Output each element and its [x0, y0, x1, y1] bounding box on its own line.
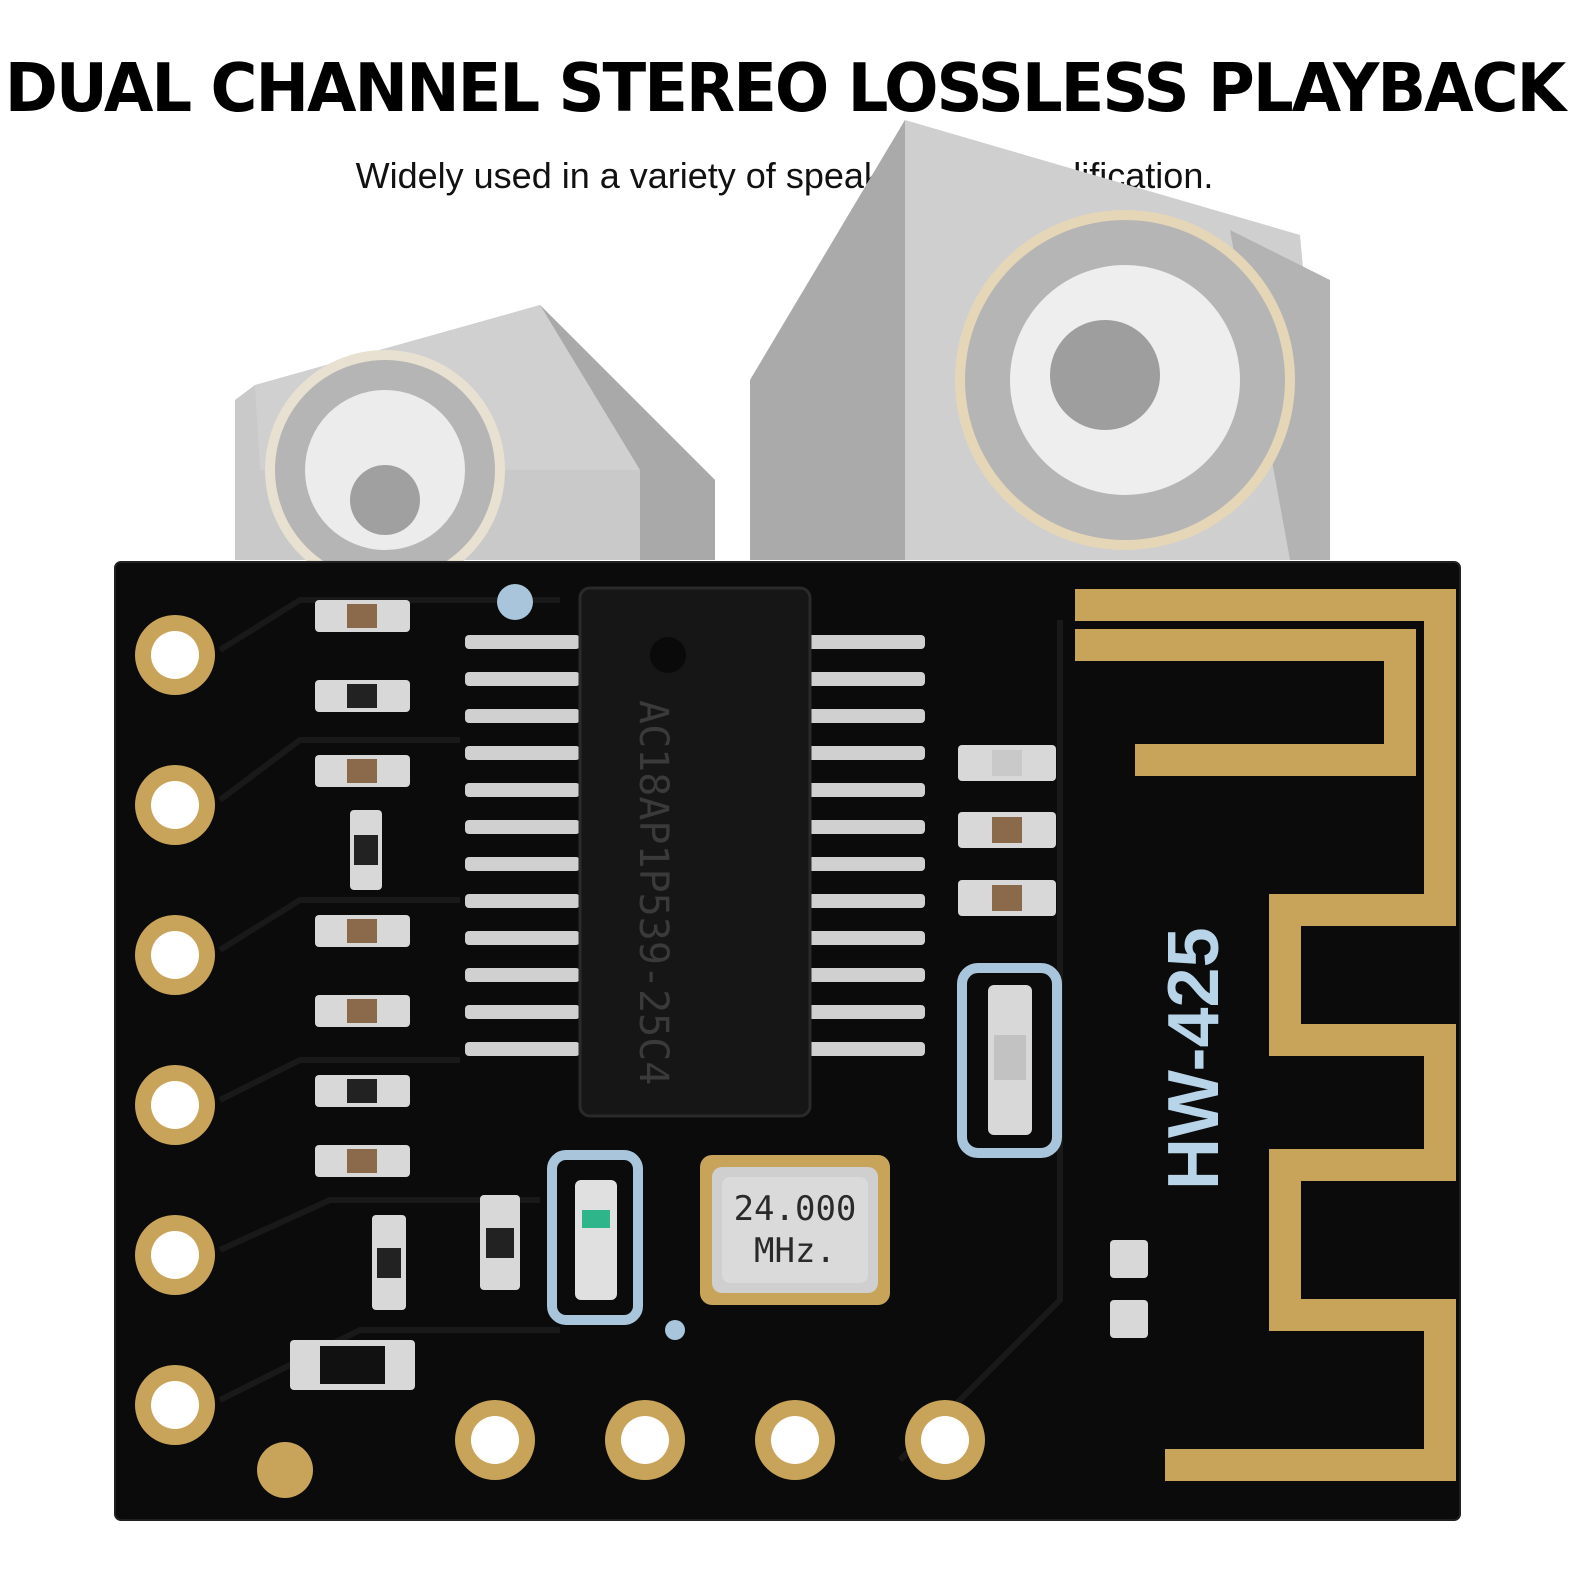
board-model-label: HW-425: [1154, 927, 1234, 1190]
status-led: [547, 1150, 643, 1325]
pcb-antenna: [1075, 589, 1456, 1481]
speaker-left: [235, 305, 715, 590]
smd-components-right: [957, 745, 1148, 1338]
crystal-unit: MHz.: [754, 1231, 836, 1271]
speaker-right: [750, 120, 1330, 560]
left-header-pads: [135, 615, 215, 1445]
fiducial-dot: [497, 584, 533, 620]
smd-components-left: [290, 600, 520, 1390]
page-title: DUAL CHANNEL STEREO LOSSLESS PLAYBACK: [4, 50, 1566, 128]
pcb-board: AC18AP1P539-25C4 24.000 MHz.: [114, 561, 1461, 1521]
crystal-oscillator: 24.000 MHz.: [700, 1155, 890, 1305]
chip-marking: AC18AP1P539-25C4: [630, 700, 676, 1085]
bottom-header-pads: [257, 1400, 985, 1498]
crystal-frequency: 24.000: [734, 1189, 857, 1229]
main-ic: AC18AP1P539-25C4: [465, 586, 925, 1118]
